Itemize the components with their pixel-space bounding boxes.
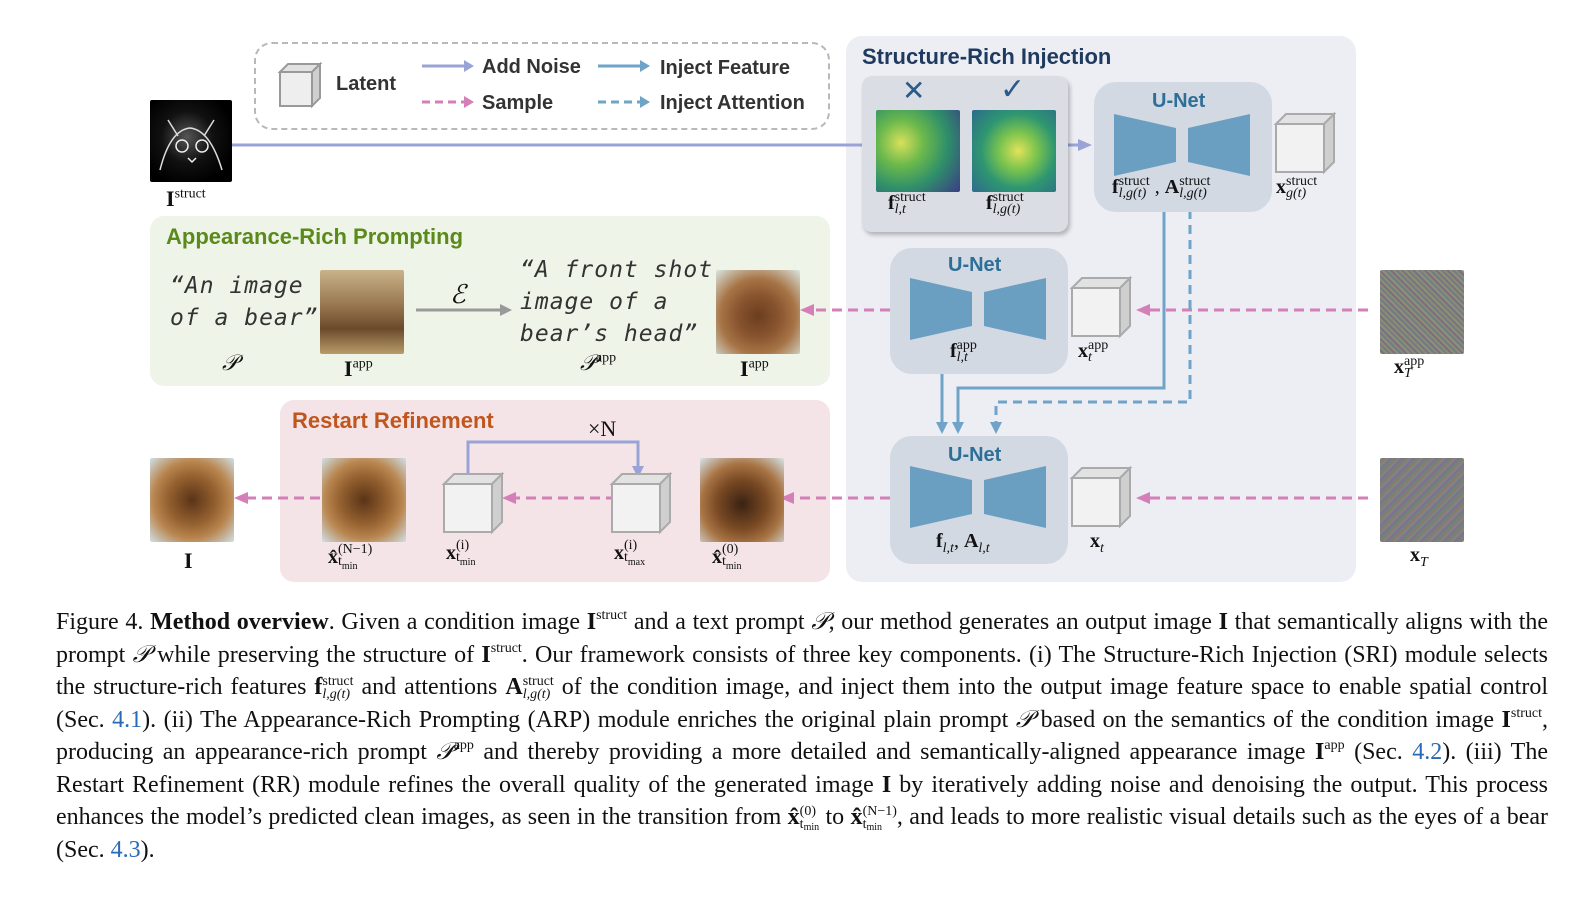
legend-latent: Latent [336,73,396,95]
arp-title: Appearance-Rich Prompting [166,224,464,249]
sample-arrow-icon [422,96,474,108]
caption-text: , our method generates an output image [828,609,1219,635]
legend-add-noise: Add Noise [482,56,581,78]
noise-app-image [1380,270,1464,354]
x-tmin-label: x(i)tmin [446,538,476,568]
sri-unet-icon [1114,114,1250,176]
I-output-label: I [184,548,193,573]
P-app-label: 𝒫app [580,350,617,375]
sri-title: Structure-Rich Injection [862,44,1112,69]
caption-sup: struct [596,608,628,623]
check-mark-icon: ✓ [1000,73,1026,106]
legend-inject-attention: Inject Attention [660,92,805,114]
caption-ref-link[interactable]: 4.1 [112,706,143,733]
cat-sketch-icon [159,119,223,171]
app-latent-cube-icon [1069,275,1133,339]
encoder-symbol: ℰ [450,280,466,309]
latent-cube-icon [277,61,323,109]
cross-mark-icon: ✕ [902,75,926,106]
caption-text: . Our framework consists of three key co… [56,641,1549,701]
caption-figure-number: Figure 4. [56,609,144,635]
sri-latent-cube-icon [1273,111,1337,175]
x-tmax-cube-icon [609,471,673,535]
legend-inject-feature: Inject Feature [660,57,791,79]
inject-attention-arrow-icon [598,96,650,108]
figure-caption: Figure 4. Method overview. Given a condi… [56,608,1549,863]
condition-sketch-image [150,100,232,182]
I-app-label-2: Iapp [740,356,769,381]
caption-text: by iteratively adding noise and denoisin… [56,771,1549,831]
bear-head-image [716,270,800,354]
noise-T-image [1380,458,1464,542]
caption-sup: app [1324,738,1345,753]
add-noise-arrow-icon [422,60,474,72]
caption-text: ). (iii) The Restart Refinement (RR) mod… [56,739,1548,798]
rr-title: Restart Refinement [292,408,494,433]
bear-full-image [320,270,404,354]
caption-title: Method overview [150,609,329,635]
P-label: 𝒫 [222,350,238,375]
legend-sample: Sample [482,92,554,114]
caption-text: (Sec. [1344,739,1413,765]
caption-ref-link[interactable]: 4.2 [1412,739,1443,765]
x-T-label: xT [1410,544,1428,570]
output-latent-cube-icon [1069,465,1133,529]
I-app-label: Iapp [344,356,373,381]
caption-text: of the condition image, and inject them … [56,674,1548,733]
x-hat-N-1-label: x̂(N−1)tmin [328,542,373,572]
caption-text: and attentions [353,674,506,700]
caption-text: that semantically aligns with the prompt [56,609,1549,668]
x-hat-0-image [700,458,784,542]
caption-text: . Given a condition image [328,609,587,635]
sri-unet-title: U-Net [1152,90,1206,112]
legend [254,42,830,130]
caption-sup: app [453,738,474,753]
caption-text: and thereby providing a more detailed an… [473,739,1316,765]
caption-sup: struct [1510,705,1542,721]
selected-feature-heatmap [972,110,1056,192]
app-unet-title: U-Net [948,254,1002,276]
caption-sup: struct [490,640,522,656]
caption-text: and a text prompt [627,609,812,635]
x-hat-0-label: x̂(0)tmin [712,542,742,572]
caption-text: , producing an appearance-rich prompt [56,706,1548,766]
x-hat-N-1-image [322,458,406,542]
x-t-label: xt [1090,530,1104,556]
output-unet-title: U-Net [948,444,1002,466]
output-unet-icon [910,466,1046,528]
rejected-feature-heatmap [876,110,960,192]
caption-text: ). [140,836,155,863]
caption-text: ). (ii) The Appearance-Rich Prompting (A… [142,706,1016,733]
caption-text: while preserving the structure of [149,641,482,668]
I-struct-label: Istruct [166,186,206,211]
caption-ref-link[interactable]: 4.3 [110,836,141,863]
caption-text: , and leads to more realistic visual det… [56,804,1549,863]
x-tmin-cube-icon [441,471,505,535]
caption-text: to [819,804,851,830]
f-A-lt-label: fl,t, Al,t [936,530,990,556]
output-bear-image [150,458,234,542]
x-tmax-label: x(i)tmax [614,538,646,568]
caption-text: based on the semantics of the condition … [1033,706,1502,733]
inject-feature-arrow-icon [598,60,650,72]
repeat-N-label: ×N [588,416,617,441]
app-unet-icon [910,278,1046,340]
